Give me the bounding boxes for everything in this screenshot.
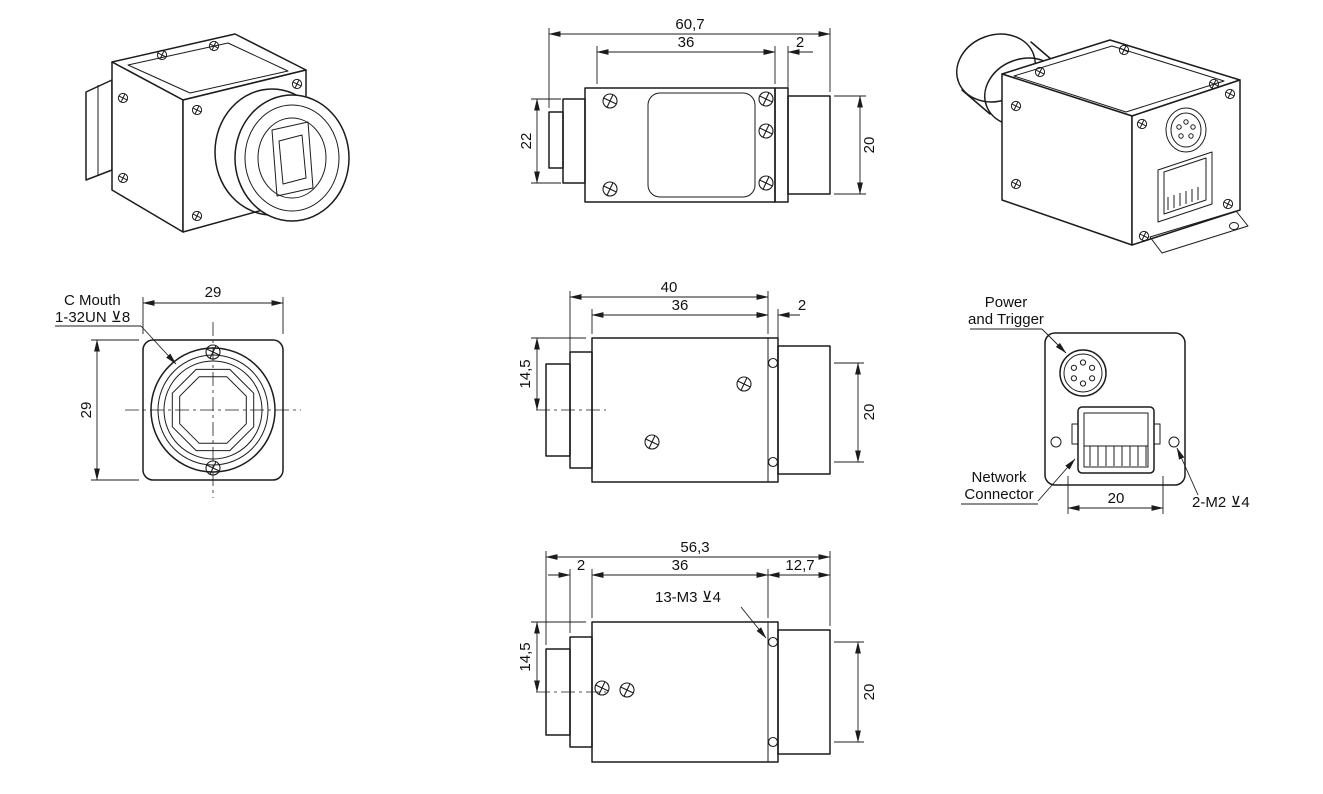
- iso-front-view: [85, 33, 350, 233]
- top-cover-plate: [127, 42, 289, 94]
- bottom-view-dimensions: [531, 551, 864, 743]
- top-view-screws: [602, 91, 774, 197]
- body-rear-face: [1131, 79, 1241, 246]
- side-hole-bottom: [767, 456, 779, 468]
- label-c-mount-line2: 1-32UN ⊻8: [55, 309, 130, 326]
- rear-body: [1044, 332, 1186, 486]
- mount-tab-iso: [1149, 210, 1249, 254]
- dim-rear-connector-span: 20: [1108, 490, 1125, 507]
- top-cover-plate: [1013, 45, 1225, 113]
- label-power-line2: and Trigger: [968, 311, 1044, 328]
- dim-side-top-to-axis: 14,5: [517, 359, 534, 388]
- dim-bottom-rear-offset: 2: [577, 557, 585, 574]
- m2-hole-right: [1168, 436, 1180, 448]
- label-m3-holes: 13-M3 ⊻4: [655, 589, 721, 606]
- dim-side-body-length: 36: [672, 297, 689, 314]
- dim-side-total-length: 40: [661, 279, 678, 296]
- rear-connector-tab: [85, 79, 113, 181]
- dim-top-body-length: 36: [678, 34, 695, 51]
- dim-front-height: 29: [78, 402, 95, 419]
- power-connector: [1059, 349, 1107, 397]
- dim-top-total-length: 60,7: [675, 16, 704, 33]
- rear-view-dimensions: [961, 328, 1199, 514]
- bottom-view: 56,3 2 36 12,7 13-M3 ⊻4 14,5 20: [517, 539, 878, 763]
- m3-hole-top: [767, 636, 779, 648]
- dim-bottom-hole-spacing: 20: [861, 684, 878, 701]
- dim-bottom-top-to-axis: 14,5: [517, 642, 534, 671]
- front-view-dimensions: [55, 297, 284, 481]
- dim-side-front-offset: 2: [798, 297, 806, 314]
- dim-bottom-body-length: 36: [672, 557, 689, 574]
- bottom-screw-2: [619, 682, 635, 698]
- top-view-outline: [548, 87, 831, 203]
- network-connector: [1071, 406, 1161, 474]
- dim-top-rear-width: 22: [518, 133, 535, 150]
- power-connector-iso: [1165, 107, 1207, 153]
- dim-bottom-total-length: 56,3: [680, 539, 709, 556]
- lens-mount: [214, 88, 350, 222]
- dim-top-front-offset: 2: [796, 34, 804, 51]
- side-view: 40 36 2 14,5 20: [517, 279, 878, 483]
- top-view: 60,7 36 2 22 20: [518, 16, 878, 203]
- dim-side-hole-spacing: 20: [861, 404, 878, 421]
- rear-view: Power and Trigger Network Connector 2-M2…: [961, 294, 1250, 514]
- front-view: C Mouth 1-32UN ⊻8 29 29: [55, 284, 301, 498]
- label-c-mount-line1: C Mouth: [64, 292, 121, 309]
- side-screw-1: [736, 376, 752, 392]
- top-view-dimensions: [531, 28, 866, 195]
- m2-hole-left: [1050, 436, 1062, 448]
- network-connector-iso: [1157, 151, 1213, 223]
- m3-hole-bottom: [767, 736, 779, 748]
- dim-front-width: 29: [205, 284, 222, 301]
- side-view-dimensions: [531, 291, 864, 463]
- label-m2-screws: 2-M2 ⊻4: [1192, 494, 1250, 511]
- label-power-line1: Power: [985, 294, 1028, 311]
- dim-top-front-width: 20: [861, 137, 878, 154]
- iso-rear-view: [956, 33, 1249, 254]
- bottom-screw-1: [594, 680, 610, 696]
- side-hole-top: [767, 357, 779, 369]
- dim-bottom-mount-depth: 12,7: [785, 557, 814, 574]
- side-screw-2: [644, 434, 660, 450]
- label-network-line2: Connector: [964, 486, 1033, 503]
- label-network-line1: Network: [971, 469, 1027, 486]
